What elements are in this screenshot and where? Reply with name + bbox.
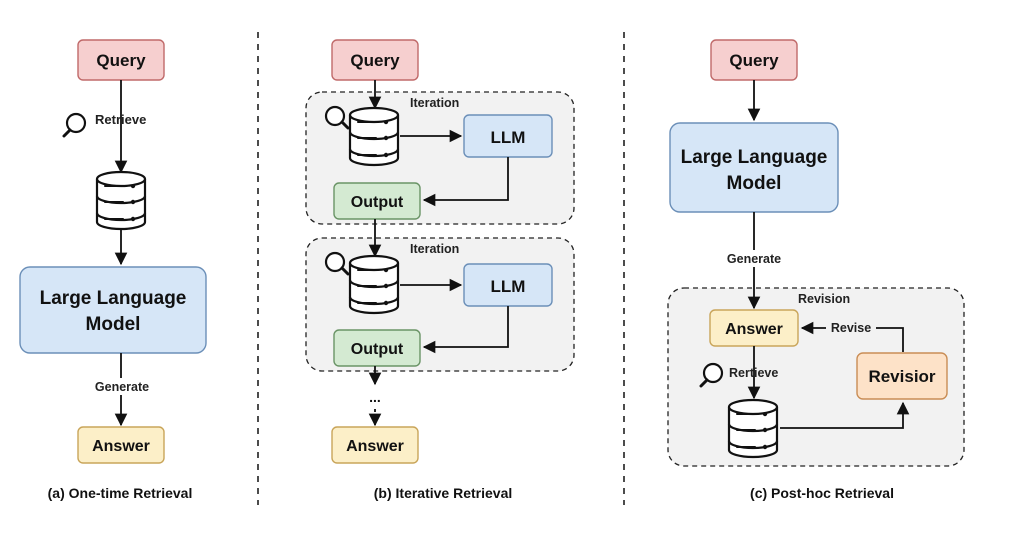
panel-b: Query Iteration LLM Output Iteration LLM — [305, 39, 575, 501]
generate-label-bg — [720, 250, 788, 267]
llm-label-1: LLM — [491, 128, 526, 147]
panel-a: Query Retrieve Large Language Model Gene… — [19, 39, 207, 501]
revisior-box — [856, 352, 948, 400]
llm-label-2: LLM — [491, 277, 526, 296]
magnifier-icon — [62, 112, 87, 138]
generate-label: Generate — [95, 380, 149, 394]
arrow-db-revisior — [780, 401, 910, 429]
query-label: Query — [96, 51, 146, 70]
database-icon — [348, 106, 400, 167]
caption-b: (b) Iterative Retrieval — [374, 485, 513, 501]
database-icon — [348, 254, 400, 315]
llm-label-line2: Model — [86, 314, 141, 335]
query-label: Query — [729, 51, 779, 70]
generate-label-bg — [88, 378, 156, 395]
llm-label-line1: Large Language — [40, 288, 187, 309]
generate-label: Generate — [727, 252, 781, 266]
panel-c: Query Large Language Model Revision Gene… — [667, 39, 965, 501]
llm-label-line2: Model — [727, 173, 782, 194]
ellipsis: ... — [369, 389, 381, 405]
answer-box — [77, 426, 165, 464]
answer-label: Answer — [346, 438, 404, 455]
answer-label: Answer — [725, 321, 783, 338]
iteration-label-1: Iteration — [410, 96, 459, 110]
iteration-label-2: Iteration — [410, 242, 459, 256]
revise-label: Revise — [831, 321, 871, 335]
caption-c: (c) Post-hoc Retrieval — [750, 485, 894, 501]
caption-a: (a) One-time Retrieval — [48, 485, 193, 501]
output-box-2 — [333, 329, 421, 367]
output-box-1 — [333, 182, 421, 220]
revisior-label: Revisior — [868, 367, 935, 386]
output-label-1: Output — [351, 194, 404, 211]
llm-label-line1: Large Language — [681, 147, 828, 168]
magnifier-icon — [324, 105, 350, 130]
answer-label: Answer — [92, 438, 150, 455]
rertieve-label: Rertieve — [729, 366, 778, 380]
revision-label: Revision — [798, 292, 850, 306]
llm-box — [19, 266, 207, 354]
database-icon — [727, 398, 779, 459]
query-label: Query — [350, 51, 400, 70]
magnifier-icon — [324, 251, 350, 276]
magnifier-icon — [699, 362, 724, 388]
arrow-llm2-output2 — [422, 306, 509, 354]
answer-box — [331, 426, 419, 464]
revise-label-bg — [826, 320, 876, 336]
database-icon — [95, 170, 147, 231]
retrieve-label: Retrieve — [95, 112, 146, 127]
output-label-2: Output — [351, 341, 404, 358]
arrow-llm1-output1 — [422, 157, 509, 207]
